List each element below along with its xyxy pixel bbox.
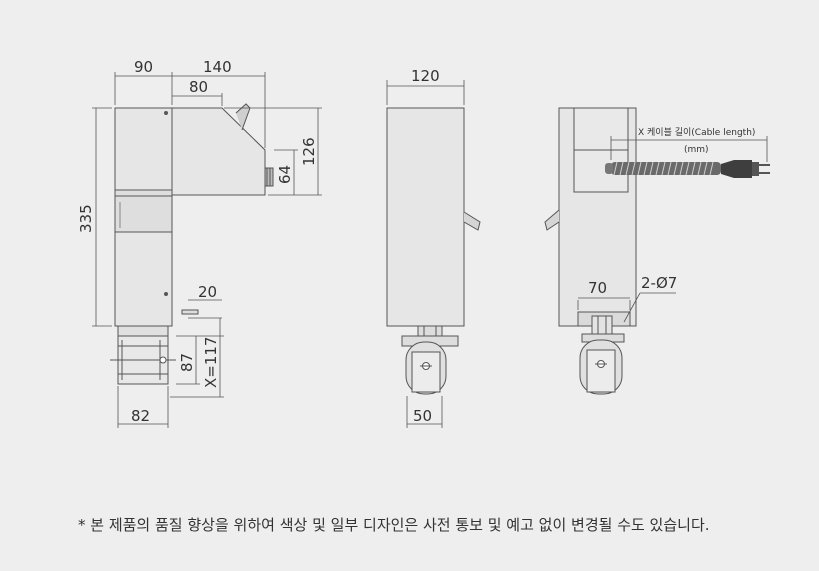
dim-front-20: 20 (198, 283, 217, 301)
dim-front-80: 80 (189, 78, 208, 96)
plug-body (721, 160, 752, 178)
dim-back-holes: 2-Ø7 (641, 274, 677, 292)
front-cable-gland (264, 167, 274, 187)
dim-front-82: 82 (131, 407, 150, 425)
side-lever (463, 211, 481, 231)
dim-front-335: 335 (77, 204, 95, 233)
back-view (544, 107, 637, 395)
cable-end-cap (605, 163, 613, 174)
front-angled-box (171, 107, 266, 196)
back-lever (544, 209, 560, 231)
side-column-body (386, 107, 465, 327)
dim-front-x117: X=117 (202, 337, 220, 388)
footnote: * 본 제품의 품질 향상을 위하여 색상 및 일부 디자인은 사전 통보 및 … (78, 516, 710, 534)
dim-front-87: 87 (178, 353, 196, 372)
dim-front-64: 64 (276, 165, 294, 184)
side-view (386, 107, 481, 395)
front-recess-panel (114, 189, 173, 233)
cable-unit-label: (mm) (684, 145, 709, 155)
dim-front-126: 126 (300, 137, 318, 166)
back-dimensions (577, 136, 768, 323)
front-view (110, 103, 274, 385)
cable-length-label: X 케이블 길이(Cable length) (638, 127, 755, 138)
dim-front-90: 90 (134, 58, 153, 76)
dim-side-50: 50 (413, 407, 432, 425)
cable-assembly (605, 160, 770, 178)
front-wheel-base (117, 325, 169, 337)
front-dimensions (92, 72, 322, 428)
dim-side-120: 120 (411, 67, 440, 85)
dim-front-140: 140 (203, 58, 232, 76)
front-lever (235, 103, 251, 131)
dim-back-70: 70 (588, 279, 607, 297)
side-dimensions (386, 80, 465, 428)
